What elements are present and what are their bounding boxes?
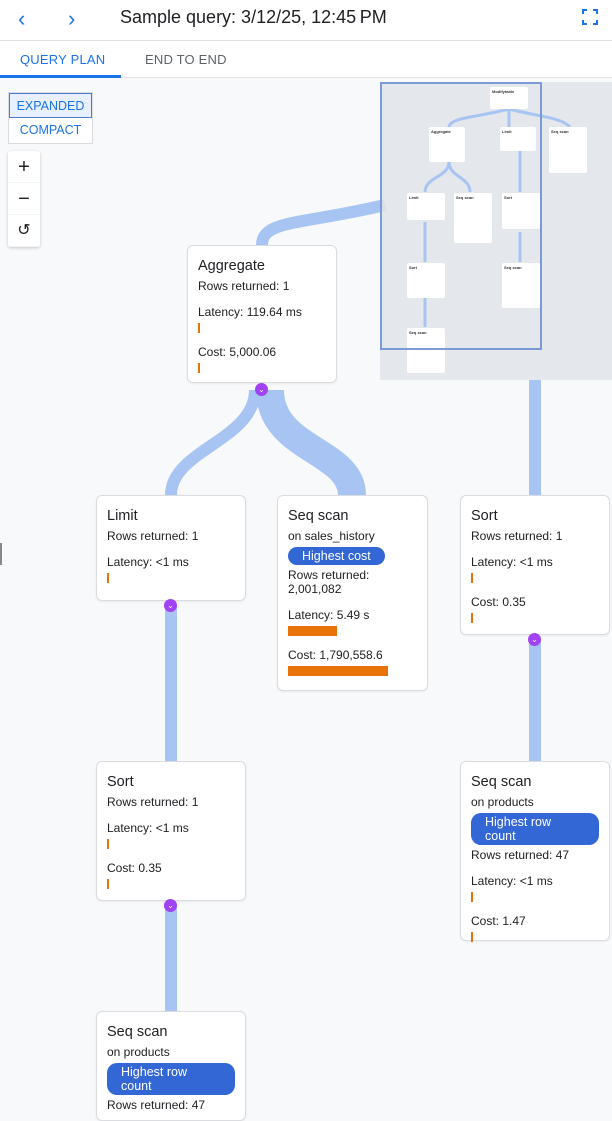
status-badge: Highest row count xyxy=(471,813,599,845)
zoom-out-button[interactable]: − xyxy=(8,183,40,215)
edge-aggregate-limit xyxy=(165,389,261,496)
minimap-node: Modifytable xyxy=(490,87,528,109)
table-name: on sales_history xyxy=(288,529,375,543)
page-title: Sample query: 3/12/25, 12:45 PM xyxy=(120,7,387,27)
expand-icon[interactable]: ⌄ xyxy=(164,599,177,612)
minimap-viewport[interactable] xyxy=(380,82,542,350)
node-title: Seq scan xyxy=(107,1024,168,1040)
table-name: on products xyxy=(107,1045,170,1059)
back-button[interactable]: ‹ xyxy=(18,6,26,31)
rows-returned: Rows returned: 1 xyxy=(107,529,199,543)
cost: Cost: 1,790,558.6 xyxy=(288,648,383,662)
rows-returned: Rows returned: 47 xyxy=(471,848,570,862)
latency-bar xyxy=(198,323,200,333)
latency: Latency: <1 ms xyxy=(471,874,553,888)
latency-bar xyxy=(471,892,473,902)
minimap[interactable]: Modifytable Aggregate Limit Seq scan Lim… xyxy=(380,82,612,380)
minimap-node: Limit xyxy=(407,193,445,220)
edge-aggregate-seqscan xyxy=(256,388,366,497)
fullscreen-icon[interactable] xyxy=(582,9,598,25)
expanded-button[interactable]: EXPANDED xyxy=(9,93,92,118)
zoom-controls: + − ↺ xyxy=(8,151,40,247)
node-title: Sort xyxy=(471,508,498,524)
rows-returned: Rows returned: 1 xyxy=(471,529,563,543)
rows-returned: Rows returned: 1 xyxy=(107,795,199,809)
tab-bar: QUERY PLAN END TO END xyxy=(0,41,612,78)
active-tab-indicator xyxy=(0,75,121,78)
latency: Latency: <1 ms xyxy=(107,821,189,835)
node-seq-scan-products-bottom[interactable]: Seq scan on products Highest row count R… xyxy=(96,1011,246,1121)
view-mode-toggle: EXPANDED COMPACT xyxy=(8,92,93,144)
node-sort-right[interactable]: Sort Rows returned: 1 Latency: <1 ms Cos… xyxy=(460,495,610,635)
node-title: Seq scan xyxy=(471,774,532,790)
cost: Cost: 5,000.06 xyxy=(198,345,277,359)
table-name: on products xyxy=(471,795,534,809)
rows-returned: 2,001,082 xyxy=(288,582,342,596)
node-title: Seq scan xyxy=(288,508,349,524)
node-sort-left[interactable]: Sort Rows returned: 1 Latency: <1 ms Cos… xyxy=(96,761,246,901)
cost: Cost: 0.35 xyxy=(471,595,526,609)
latency: Latency: <1 ms xyxy=(471,555,553,569)
minimap-edges xyxy=(423,107,572,327)
minimap-node: Seq scan xyxy=(407,328,445,373)
latency: Latency: 5.49 s xyxy=(288,608,370,622)
node-seq-scan-products-right[interactable]: Seq scan on products Highest row count R… xyxy=(460,761,610,942)
node-title: Sort xyxy=(107,774,134,790)
expand-icon[interactable]: ⌄ xyxy=(528,633,541,646)
cost-bar xyxy=(198,363,200,373)
latency-bar xyxy=(107,573,109,583)
latency-bar xyxy=(471,573,473,583)
latency-bar xyxy=(107,839,109,849)
minimap-node: Seq scan xyxy=(454,193,492,243)
status-badge: Highest cost xyxy=(288,547,385,565)
latency-bar xyxy=(288,626,337,636)
node-aggregate[interactable]: Aggregate Rows returned: 1 Latency: 119.… xyxy=(187,245,337,383)
cost-bar xyxy=(471,613,473,623)
rows-returned-label: Rows returned: xyxy=(288,568,370,582)
minimap-node: Sort xyxy=(407,263,445,298)
minimap-node: Aggregate xyxy=(429,127,465,162)
minimap-node: Limit xyxy=(500,127,536,151)
forward-button[interactable]: › xyxy=(68,6,76,31)
node-title: Limit xyxy=(107,508,138,524)
tab-query-plan[interactable]: QUERY PLAN xyxy=(20,52,106,67)
resize-handle[interactable] xyxy=(0,543,2,565)
rows-returned: Rows returned: 1 xyxy=(198,279,290,293)
edge-root-aggregate xyxy=(256,199,387,246)
minimap-node: Sort xyxy=(502,193,540,229)
node-seq-scan-sales-history[interactable]: Seq scan on sales_history Highest cost R… xyxy=(277,495,428,691)
cost-bar xyxy=(107,879,109,889)
node-limit[interactable]: Limit Rows returned: 1 Latency: <1 ms xyxy=(96,495,246,601)
latency: Latency: 119.64 ms xyxy=(198,305,302,319)
cost-bar xyxy=(288,666,388,676)
expand-icon[interactable]: ⌄ xyxy=(255,383,268,396)
compact-button[interactable]: COMPACT xyxy=(19,123,82,137)
cost: Cost: 1.47 xyxy=(471,914,526,928)
minimap-node: Seq scan xyxy=(549,127,587,173)
cost: Cost: 0.35 xyxy=(107,861,162,875)
node-title: Aggregate xyxy=(198,258,265,274)
minimap-node: Seq scan xyxy=(502,263,540,308)
cost-bar xyxy=(471,932,473,942)
status-badge: Highest row count xyxy=(107,1063,235,1095)
header: ‹ › Sample query: 3/12/25, 12:45 PM xyxy=(0,0,612,41)
expand-icon[interactable]: ⌄ xyxy=(164,899,177,912)
reset-zoom-button[interactable]: ↺ xyxy=(8,215,40,247)
tab-end-to-end[interactable]: END TO END xyxy=(145,52,227,67)
rows-returned: Rows returned: 47 xyxy=(107,1098,206,1112)
latency: Latency: <1 ms xyxy=(107,555,189,569)
zoom-in-button[interactable]: + xyxy=(8,151,40,183)
